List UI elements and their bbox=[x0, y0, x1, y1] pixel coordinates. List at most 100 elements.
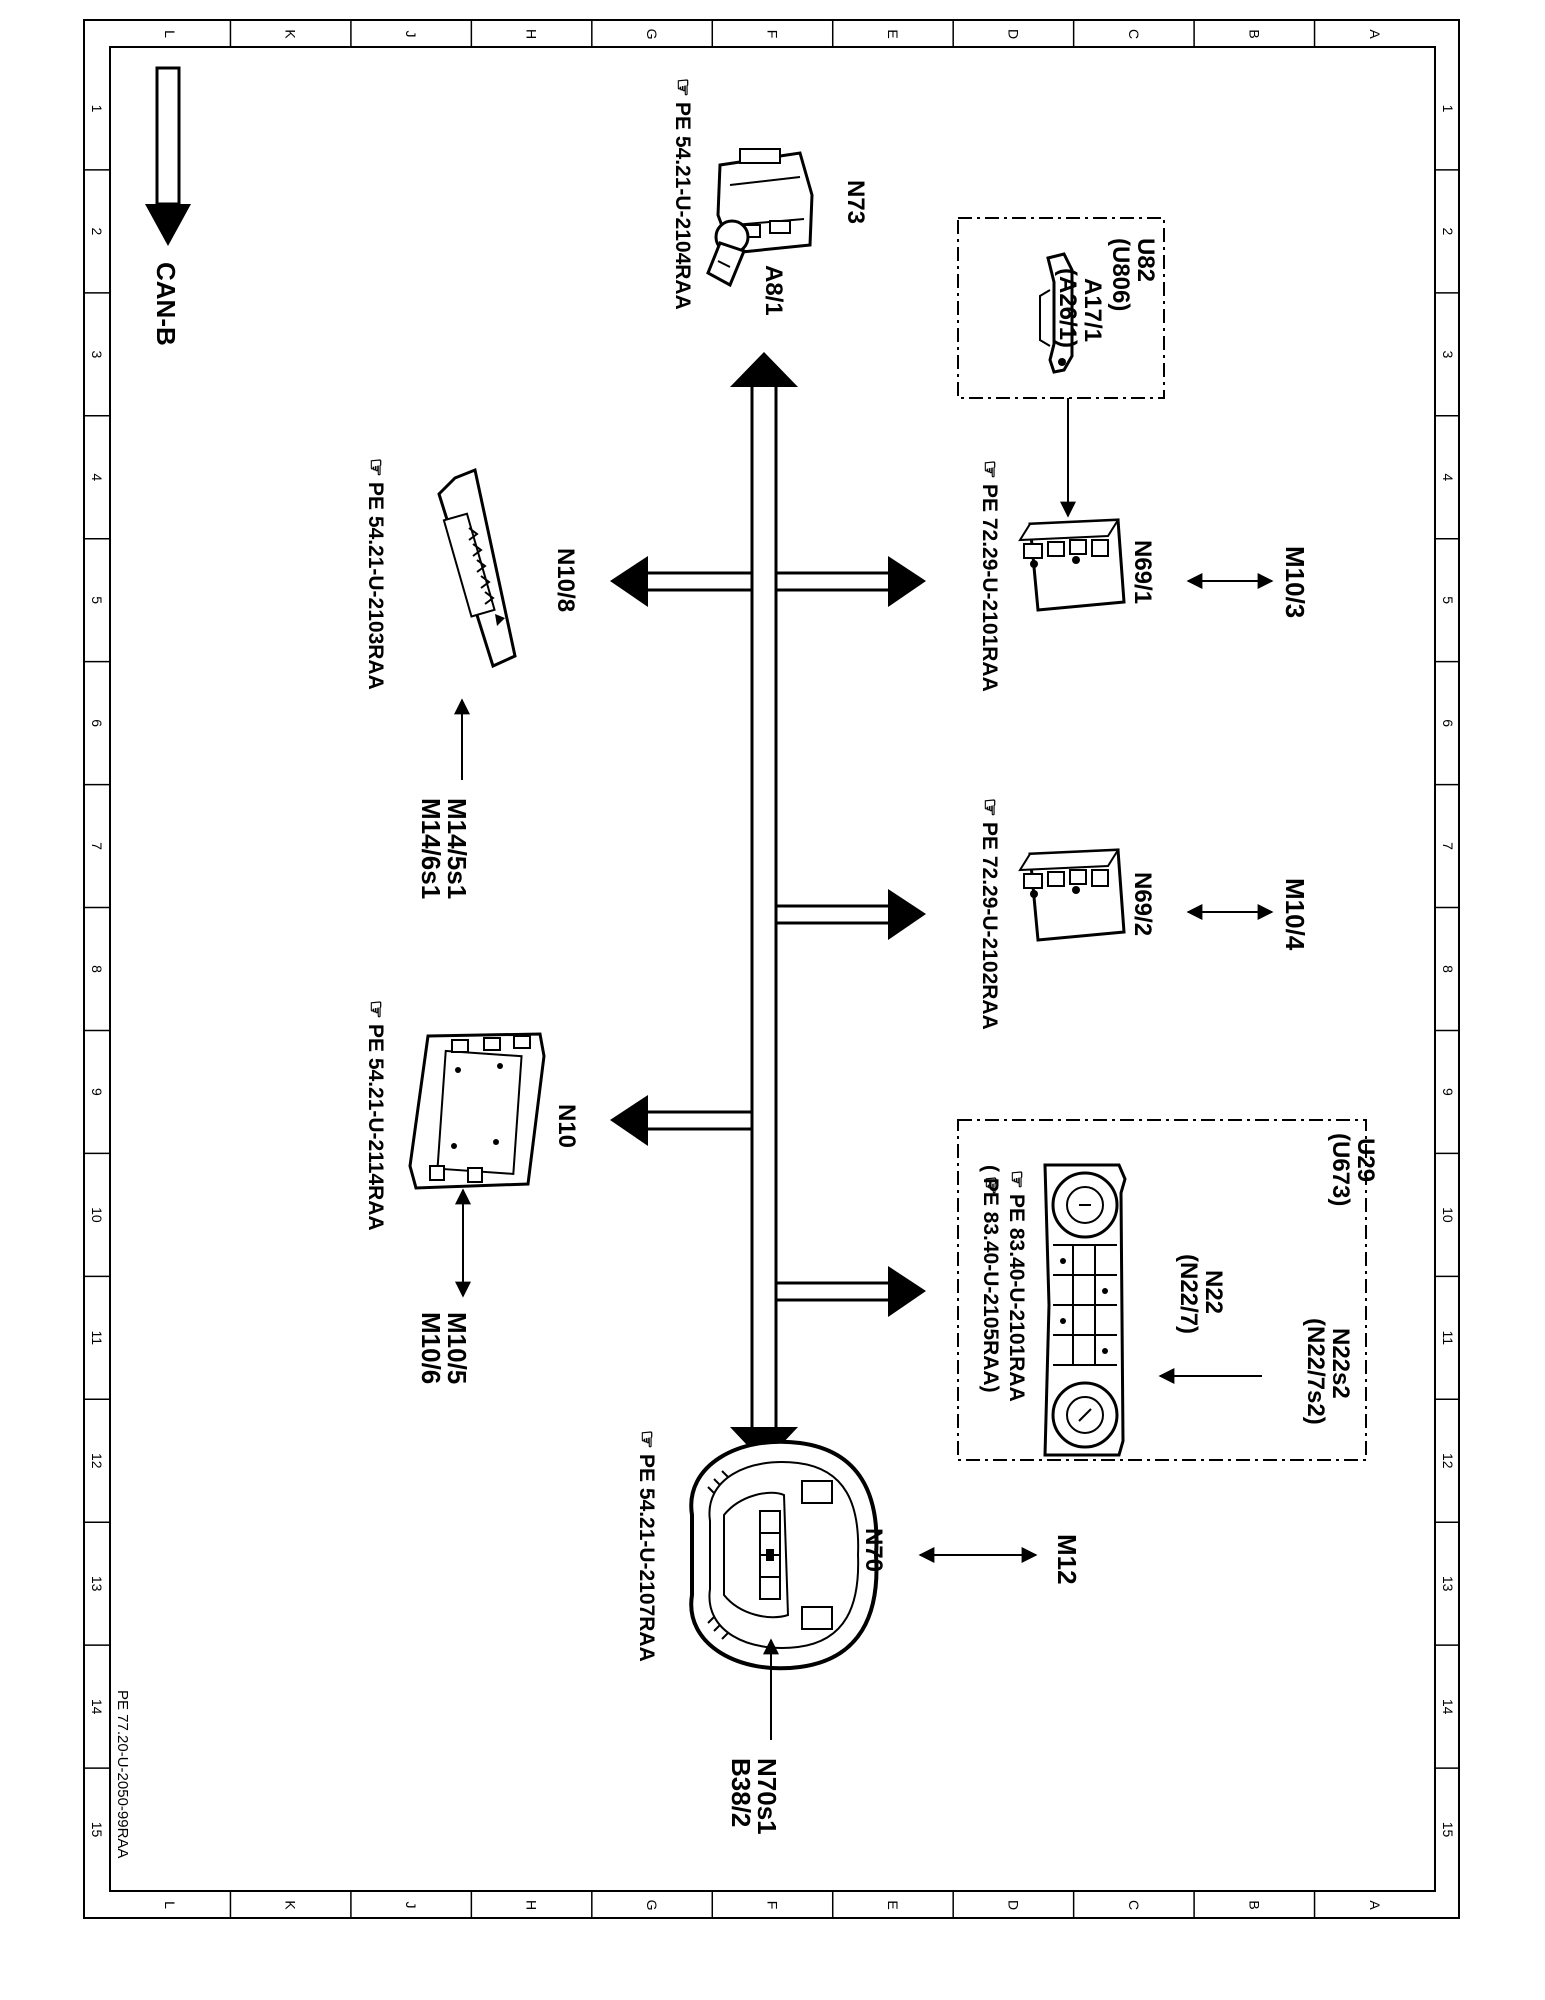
door-control-module-icon bbox=[1018, 848, 1126, 942]
grid-column-label: C bbox=[1126, 1900, 1142, 1910]
n69-1-ref: ☞ PE 72.29-U-2101RAA bbox=[978, 460, 1001, 692]
svg-text:PE 54.21-U-2107RAA: PE 54.21-U-2107RAA bbox=[635, 1454, 658, 1662]
grid-row-label: 2 bbox=[89, 228, 105, 236]
u82-label: U82 bbox=[1132, 238, 1159, 282]
n70-overhead-control-panel: N70 ☞ PE 54.21-U-2107RAA M12 N70s1 B38/2 bbox=[635, 1430, 1082, 1835]
svg-text:☞: ☞ bbox=[978, 460, 1001, 479]
u806-label: (U806) bbox=[1107, 238, 1134, 311]
svg-text:( PE 83.40-U-2105RAA): ( PE 83.40-U-2105RAA) bbox=[979, 1165, 1002, 1393]
grid-row-label: 10 bbox=[1440, 1207, 1456, 1223]
grid-row-label: 15 bbox=[89, 1822, 105, 1838]
n69-1-label: N69/1 bbox=[1129, 540, 1156, 604]
n73-ignition-switch: N73 A8/1 ☞ PE 54.21-U-2104RAA bbox=[671, 78, 869, 316]
can-bus bbox=[610, 352, 926, 1463]
svg-text:☞: ☞ bbox=[364, 1000, 387, 1019]
u82-group: U82 (U806) A17/1 (A26/1) bbox=[957, 217, 1165, 518]
svg-text:☞: ☞ bbox=[1005, 1170, 1028, 1189]
grid-column-label: G bbox=[644, 29, 660, 40]
grid-row-label: 1 bbox=[1440, 105, 1456, 113]
svg-text:☞: ☞ bbox=[671, 78, 694, 97]
grid-column-label: D bbox=[1005, 29, 1021, 39]
n10-label: N10 bbox=[553, 1104, 580, 1148]
grid-row-label: 11 bbox=[1440, 1331, 1456, 1346]
grid-row-label: 6 bbox=[1440, 719, 1456, 727]
a17-1-label: A17/1 bbox=[1079, 278, 1106, 342]
n73-ref: ☞ PE 54.21-U-2104RAA bbox=[671, 78, 694, 310]
drawing-reference: PE 77.20-U-2050-99RAA bbox=[114, 1690, 131, 1858]
svg-text:PE 83.40-U-2101RAA: PE 83.40-U-2101RAA bbox=[1005, 1194, 1028, 1402]
can-b-label: CAN-B bbox=[151, 262, 181, 346]
u82-dashed-box bbox=[957, 217, 1165, 399]
grid-row-label: 1 bbox=[89, 105, 105, 113]
grid-row-label: 11 bbox=[89, 1331, 105, 1346]
grid-row-label: 3 bbox=[1440, 350, 1456, 358]
grid-column-label: L bbox=[162, 30, 178, 38]
grid-column-label: A bbox=[1367, 1900, 1383, 1910]
grid-column-label: J bbox=[403, 1902, 419, 1909]
m10-6-label: M10/6 bbox=[416, 1312, 446, 1384]
grid-column-label: H bbox=[524, 1900, 540, 1910]
grid-row-label: 15 bbox=[1440, 1822, 1456, 1838]
grid-column-label: J bbox=[403, 31, 419, 38]
door-control-module-icon bbox=[1018, 518, 1126, 612]
m14-6s1-label: M14/6s1 bbox=[416, 798, 446, 899]
grid-column-label: C bbox=[1126, 29, 1142, 39]
grid-row-label: 7 bbox=[1440, 842, 1456, 850]
n69-1-door-module: N69/1 ☞ PE 72.29-U-2101RAA M10/3 bbox=[978, 460, 1310, 692]
m10-5-label: M10/5 bbox=[442, 1312, 472, 1384]
sam-module-icon bbox=[408, 1032, 546, 1190]
grid-row-label: 6 bbox=[89, 719, 105, 727]
u29-dashed-box bbox=[957, 1119, 1367, 1461]
grid-row-label: 13 bbox=[1440, 1576, 1456, 1592]
control-module-icon bbox=[437, 467, 517, 669]
n22-label: N22 bbox=[1200, 1270, 1227, 1314]
svg-text:PE 72.29-U-2101RAA: PE 72.29-U-2101RAA bbox=[978, 484, 1001, 692]
n70-ref: ☞ PE 54.21-U-2107RAA bbox=[635, 1430, 658, 1662]
svg-text:PE 72.29-U-2102RAA: PE 72.29-U-2102RAA bbox=[978, 822, 1001, 1030]
m14-5s1-label: M14/5s1 bbox=[442, 798, 472, 899]
ignition-switch-icon bbox=[706, 148, 814, 288]
grid-row-label: 4 bbox=[1440, 473, 1456, 481]
grid-row-label: 7 bbox=[89, 842, 105, 850]
grid-row-label: 8 bbox=[1440, 965, 1456, 973]
n10-8-module: N10/8 ☞ PE 54.21-U-2103RAA M14/5s1 M14/6… bbox=[364, 458, 579, 899]
u29-label: U29 bbox=[1352, 1138, 1379, 1182]
svg-text:PE 54.21-U-2103RAA: PE 54.21-U-2103RAA bbox=[364, 482, 387, 690]
n22-ref-a: ☞ PE 83.40-U-2101RAA bbox=[1005, 1170, 1028, 1402]
grid-row-label: 8 bbox=[89, 965, 105, 973]
grid-row-label: 9 bbox=[89, 1088, 105, 1096]
grid-row-label: 5 bbox=[89, 596, 105, 604]
grid-column-label: D bbox=[1005, 1900, 1021, 1910]
grid-column-label: B bbox=[1246, 29, 1262, 38]
svg-text:PE 54.21-U-2114RAA: PE 54.21-U-2114RAA bbox=[364, 1024, 387, 1231]
n69-2-door-module: N69/2 ☞ PE 72.29-U-2102RAA M10/4 bbox=[978, 798, 1310, 1030]
n10-ref: ☞ PE 54.21-U-2114RAA bbox=[364, 1000, 387, 1231]
grid-row-label: 12 bbox=[89, 1453, 105, 1469]
n22-7-label: (N22/7) bbox=[1175, 1254, 1202, 1334]
inner-frame bbox=[109, 46, 1436, 1892]
outer-frame bbox=[83, 19, 1460, 1919]
grid-column-label: B bbox=[1246, 1900, 1262, 1909]
n10-8-label: N10/8 bbox=[552, 548, 579, 612]
grid-row-label: 3 bbox=[89, 350, 105, 358]
grid-column-label: E bbox=[885, 1900, 901, 1909]
grid-column-label: K bbox=[283, 1900, 299, 1910]
m10-3-label: M10/3 bbox=[1280, 546, 1310, 618]
grid-row-label: 10 bbox=[89, 1207, 105, 1223]
grid-row-label: 14 bbox=[1440, 1699, 1456, 1715]
grid-column-label: G bbox=[644, 1900, 660, 1911]
n73-label: N73 bbox=[842, 180, 869, 224]
n10-sam-module: N10 ☞ PE 54.21-U-2114RAA M10/5 M10/6 bbox=[364, 1000, 580, 1384]
door-handle-icon bbox=[1039, 252, 1074, 374]
grid-row-label: 12 bbox=[1440, 1453, 1456, 1469]
n69-2-label: N69/2 bbox=[1129, 872, 1156, 936]
n22s2-label: N22s2 bbox=[1327, 1328, 1354, 1399]
grid-row-label: 2 bbox=[1440, 228, 1456, 236]
m12-label: M12 bbox=[1052, 1534, 1082, 1585]
overhead-panel-icon bbox=[689, 1439, 879, 1671]
b38-2-label: B38/2 bbox=[726, 1758, 756, 1827]
grid-column-label: L bbox=[162, 1901, 178, 1909]
grid-column-label: E bbox=[885, 29, 901, 38]
